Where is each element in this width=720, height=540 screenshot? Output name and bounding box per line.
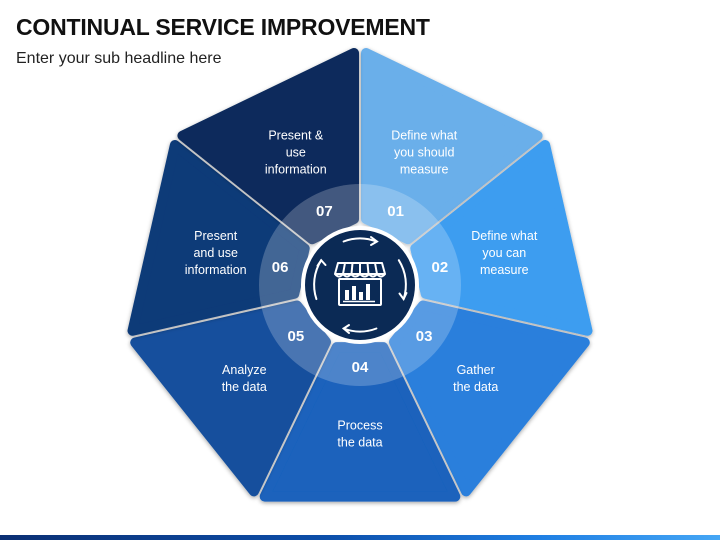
segment-number-02: 02	[432, 259, 449, 276]
segment-label-03: Gather the data	[453, 363, 498, 394]
segment-label-line: Gather	[457, 363, 495, 377]
segment-number-07: 07	[316, 203, 333, 220]
segment-number-06: 06	[272, 259, 289, 276]
segment-03	[389, 300, 590, 497]
segment-label-01: Define what you should measure	[391, 129, 458, 177]
segment-number-04: 04	[352, 359, 369, 376]
segment-label-line: measure	[400, 163, 449, 177]
segment-label-line: measure	[480, 263, 529, 277]
segment-01	[361, 48, 543, 245]
segment-number-05: 05	[288, 328, 305, 345]
bottom-accent-bar	[0, 535, 720, 540]
segment-05	[130, 300, 331, 497]
segment-label-04: Process the data	[337, 419, 382, 450]
center-hub	[301, 226, 419, 344]
segment-label-06: Present and use information	[185, 229, 247, 277]
segment-04	[259, 342, 461, 502]
segment-label-line: Define what	[391, 129, 458, 143]
segment-number-03: 03	[416, 328, 433, 345]
segment-label-07: Present & use information	[265, 129, 327, 177]
segment-label-line: the data	[453, 380, 498, 394]
shop-analytics-icon	[334, 262, 386, 306]
segment-label-line: Analyze	[222, 363, 267, 377]
segment-label-line: you can	[482, 246, 526, 260]
segment-label-line: Define what	[471, 229, 538, 243]
segment-label-line: Process	[337, 419, 382, 433]
center-circle	[301, 226, 419, 344]
segment-label-line: the data	[222, 380, 267, 394]
segment-label-line: the data	[337, 436, 382, 450]
segment-06	[127, 140, 310, 336]
segment-label-line: information	[185, 263, 247, 277]
segment-07	[177, 48, 359, 245]
segment-label-line: and use	[193, 246, 238, 260]
page-subtitle: Enter your sub headline here	[16, 50, 222, 67]
segment-label-line: you should	[394, 146, 455, 160]
segment-label-line: Present	[194, 229, 238, 243]
segment-label-02: Define what you can measure	[471, 229, 538, 277]
segment-number-01: 01	[387, 203, 404, 220]
numbers-layer: 01 02 03 04 05 06 07	[272, 203, 448, 376]
segment-label-05: Analyze the data	[222, 363, 267, 394]
segment-label-line: information	[265, 163, 327, 177]
segment-label-line: use	[286, 146, 306, 160]
segment-label-line: Present &	[268, 129, 324, 143]
cycle-arrows-icon	[313, 236, 408, 334]
page-title: CONTINUAL SERVICE IMPROVEMENT	[16, 14, 430, 40]
segment-02	[410, 140, 593, 336]
